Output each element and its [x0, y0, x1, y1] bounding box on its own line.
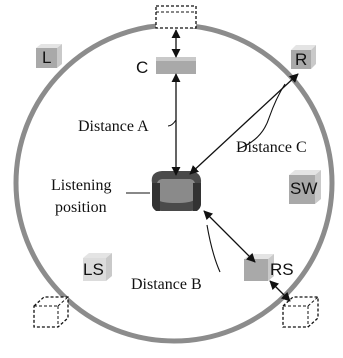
distance-c-arrow: [189, 73, 299, 175]
speaker-box-icon-front-right: [291, 45, 316, 69]
listening-position-label-line2: position: [55, 199, 107, 216]
speaker-box-icon-front-left: [36, 44, 62, 68]
dashed-speaker-outline-icon: [33, 296, 69, 328]
sofa-icon: [151, 171, 202, 211]
dashed-speaker-outline-icon: [282, 296, 319, 328]
speaker-label-front-right: R: [295, 50, 307, 69]
speaker-label-surround-left: LS: [83, 260, 104, 279]
speaker-box-icon-surround-left: [83, 253, 112, 281]
distance-b-label: Distance B: [131, 276, 202, 293]
distance-b-leader: [206, 224, 221, 273]
distance-c-label: Distance C: [236, 139, 307, 156]
speaker-label-subwoofer: SW: [290, 179, 317, 198]
speaker-label-surround-right: RS: [270, 260, 294, 279]
distance-a-leader: [167, 119, 177, 127]
listening-position-label-line1: Listening: [51, 177, 111, 194]
distance-b-arrow: [203, 210, 256, 263]
speaker-label-front-left: L: [42, 48, 51, 67]
distance-a-label: Distance A: [78, 118, 149, 135]
dashed-speaker-outline-icon: [155, 5, 197, 29]
distance-b-arrow-outer: [269, 280, 291, 302]
speaker-box-icon-center: [156, 57, 196, 74]
distance-c-leader: [237, 83, 286, 150]
speaker-label-center: C: [136, 58, 148, 77]
